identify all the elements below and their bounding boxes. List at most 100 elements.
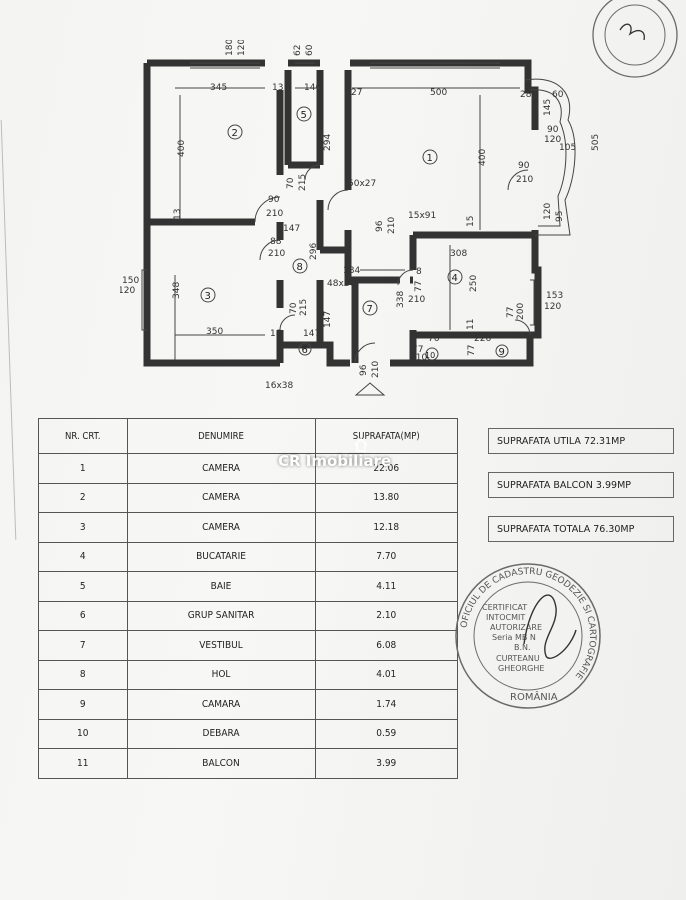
- row-nr: 3: [38, 512, 128, 543]
- svg-text:296: 296: [309, 243, 319, 260]
- floor-plan: 2 1 3 4 5 6 7 8 9 10 180 120 62 60 345 1…: [120, 40, 601, 396]
- svg-text:77: 77: [506, 307, 516, 318]
- row-nr: 9: [38, 689, 128, 720]
- row-nr: 8: [38, 659, 128, 690]
- room-number: 1: [422, 149, 438, 165]
- svg-text:48x27: 48x27: [327, 279, 355, 289]
- svg-text:210: 210: [387, 217, 397, 234]
- summary-utila: SUPRAFATA UTILA 72.31MP: [488, 428, 674, 454]
- svg-text:15x91: 15x91: [408, 211, 436, 221]
- signature: [523, 594, 577, 659]
- svg-text:348: 348: [172, 282, 182, 299]
- svg-text:505: 505: [591, 134, 601, 151]
- svg-text:294: 294: [323, 134, 333, 151]
- row-name: CAMERA: [126, 512, 316, 543]
- row-name: BALCON: [126, 748, 316, 779]
- svg-text:140: 140: [304, 83, 321, 93]
- svg-text:76: 76: [428, 334, 440, 344]
- row-area: 0.59: [314, 718, 459, 749]
- svg-text:120: 120: [544, 302, 561, 312]
- door-arc: [327, 189, 349, 211]
- svg-text:145: 145: [543, 99, 553, 116]
- partial-stamp: [592, 0, 678, 78]
- svg-text:95: 95: [555, 211, 565, 222]
- svg-text:27: 27: [351, 88, 362, 98]
- row-name: DEBARA: [126, 718, 316, 749]
- room-number: 10: [425, 347, 439, 361]
- svg-text:250: 250: [469, 275, 479, 292]
- stamp-line: GHEORGHE: [498, 664, 544, 673]
- balcony-inner: [529, 89, 567, 227]
- svg-text:2: 2: [232, 128, 238, 139]
- svg-text:96: 96: [359, 364, 369, 376]
- stamp-line: CURTEANU: [496, 654, 540, 663]
- svg-text:6: 6: [302, 345, 308, 356]
- svg-text:8: 8: [297, 262, 303, 273]
- row-nr: 6: [38, 600, 128, 631]
- room-number: 7: [362, 300, 378, 316]
- svg-text:1: 1: [427, 153, 433, 164]
- svg-text:150: 150: [122, 276, 139, 286]
- row-name: GRUP SANITAR: [126, 600, 316, 631]
- row-nr: 10: [38, 718, 128, 749]
- svg-text:10: 10: [425, 351, 435, 360]
- svg-text:500: 500: [430, 88, 447, 98]
- table-header-row: NR. CRT. DENUMIRE SUPRAFATA(MP): [38, 418, 459, 454]
- svg-text:120: 120: [237, 40, 247, 56]
- row-nr: 1: [38, 453, 128, 484]
- svg-text:7: 7: [367, 304, 373, 315]
- svg-text:28: 28: [520, 90, 532, 100]
- svg-text:180: 180: [225, 40, 235, 56]
- row-nr: 7: [38, 630, 128, 661]
- svg-text:226: 226: [474, 334, 491, 344]
- stamp-line: CERTIFICAT: [482, 603, 527, 612]
- svg-text:77: 77: [467, 345, 477, 356]
- svg-text:96: 96: [375, 220, 385, 232]
- svg-text:4: 4: [452, 273, 458, 284]
- summary-totala: SUPRAFATA TOTALA 76.30MP: [488, 516, 674, 542]
- door-arc: [507, 169, 529, 191]
- row-nr: 2: [38, 482, 128, 513]
- svg-text:90: 90: [547, 125, 559, 135]
- svg-text:120: 120: [543, 203, 553, 220]
- row-area: 13.80: [314, 482, 459, 513]
- svg-text:105: 105: [559, 143, 576, 153]
- svg-text:13: 13: [173, 209, 183, 220]
- svg-text:77: 77: [414, 281, 424, 292]
- svg-text:5: 5: [301, 110, 307, 121]
- svg-text:15: 15: [466, 216, 476, 227]
- stamp-line: INTOCMIT: [486, 613, 525, 622]
- room-number: 9: [495, 344, 509, 358]
- svg-text:70: 70: [289, 302, 299, 314]
- svg-text:11: 11: [466, 319, 476, 330]
- svg-text:90: 90: [268, 195, 280, 205]
- door-arc: [279, 314, 296, 331]
- svg-text:60: 60: [305, 44, 315, 56]
- svg-text:77: 77: [412, 345, 423, 355]
- room-number: 8: [292, 258, 308, 274]
- dimension-labels: 180 120 62 60 345 13 140 27 500 28 60 40…: [120, 40, 601, 391]
- door-arc: [259, 239, 281, 261]
- svg-text:50x27: 50x27: [348, 179, 376, 189]
- door-arc: [304, 164, 321, 181]
- cadastre-stamp: OFICIUL DE CADASTRU GEODEZIE SI CARTOGRA…: [455, 563, 601, 709]
- svg-text:147: 147: [303, 329, 320, 339]
- door-arc: [354, 342, 376, 364]
- stamp-line: B.N.: [514, 643, 531, 652]
- row-name: BUCATARIE: [126, 541, 316, 572]
- row-area: 1.74: [314, 689, 459, 720]
- room-number: 3: [200, 287, 216, 303]
- svg-text:62: 62: [293, 45, 303, 56]
- stamp-line: Seria MB N: [492, 633, 536, 642]
- door-arc: [397, 269, 414, 286]
- row-area: 7.70: [314, 541, 459, 572]
